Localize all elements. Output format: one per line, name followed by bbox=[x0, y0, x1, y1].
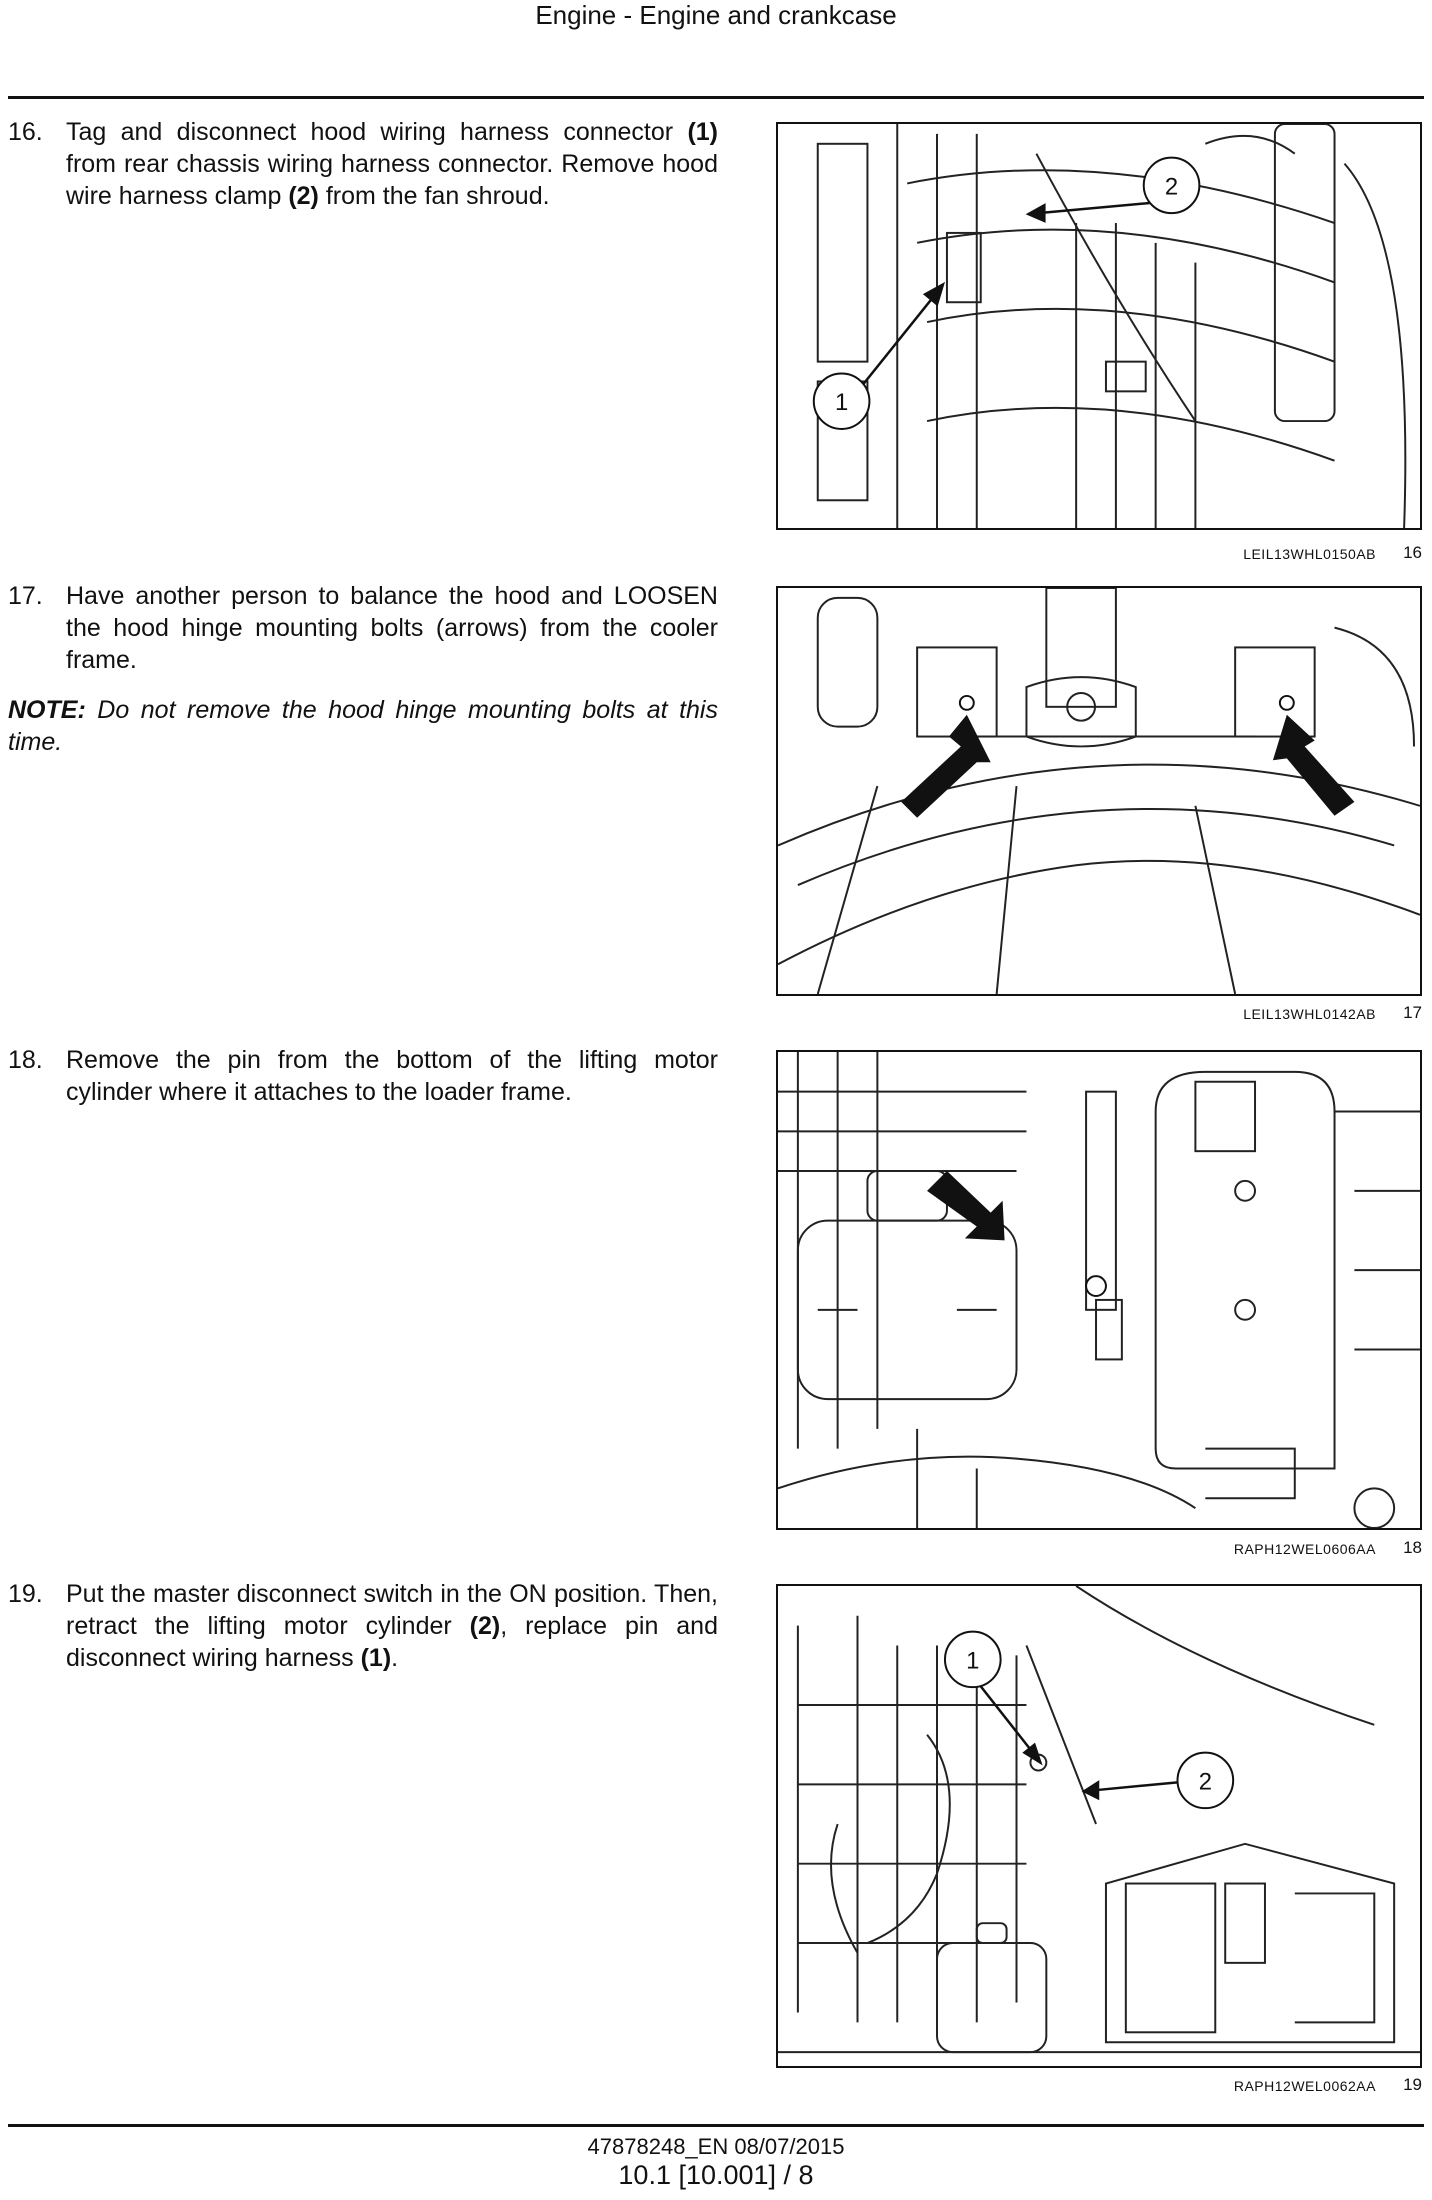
page-header-title: Engine - Engine and crankcase bbox=[535, 0, 897, 30]
figure-19-number: 19 bbox=[1403, 2075, 1422, 2094]
footer-page-number: 10.1 [10.001] / 8 bbox=[618, 2160, 814, 2190]
svg-text:1: 1 bbox=[966, 1647, 979, 1674]
figure-19-image: 1 2 bbox=[776, 1584, 1422, 2068]
step-text: Have another person to balance the hood … bbox=[66, 582, 718, 674]
figure-17-image bbox=[776, 586, 1422, 996]
step-text: Remove the pin from the bottom of the li… bbox=[66, 1046, 718, 1106]
svg-text:2: 2 bbox=[1165, 173, 1178, 200]
figure-16-id: LEIL13WHL0150AB bbox=[1243, 546, 1376, 562]
footer-rule bbox=[8, 2124, 1424, 2127]
figure-19-id: RAPH12WEL0062AA bbox=[1233, 2078, 1376, 2094]
header-rule bbox=[8, 96, 1424, 99]
figure-17-id: LEIL13WHL0142AB bbox=[1243, 1006, 1376, 1022]
figure-18-id: RAPH12WEL0606AA bbox=[1233, 1541, 1376, 1557]
step-17-note: NOTE: Do not remove the hood hinge mount… bbox=[8, 696, 718, 756]
callout-2: 2 bbox=[1176, 1751, 1235, 1810]
callout-2: 2 bbox=[1142, 156, 1201, 215]
callout-1: 1 bbox=[943, 1630, 1002, 1689]
footer-document-id: 47878248_EN 08/07/2015 bbox=[587, 2134, 845, 2159]
svg-text:1: 1 bbox=[835, 389, 848, 416]
step-text: Tag and disconnect hood wiring harness c… bbox=[66, 118, 718, 210]
figure-17-number: 17 bbox=[1403, 1003, 1422, 1022]
step-17: 17. Have another person to balance the h… bbox=[8, 580, 718, 676]
step-text: Put the master disconnect switch in the … bbox=[66, 1580, 718, 1672]
step-18: 18. Remove the pin from the bottom of th… bbox=[8, 1044, 718, 1108]
svg-text:2: 2 bbox=[1199, 1768, 1212, 1795]
step-19: 19. Put the master disconnect switch in … bbox=[8, 1578, 718, 1674]
figure-18-image bbox=[776, 1050, 1422, 1530]
step-16: 16. Tag and disconnect hood wiring harne… bbox=[8, 116, 718, 212]
figure-16-image: 1 2 bbox=[776, 122, 1422, 530]
step-number: 16. bbox=[8, 118, 43, 146]
step-number: 18. bbox=[8, 1046, 43, 1074]
step-number: 19. bbox=[8, 1580, 43, 1608]
callout-1: 1 bbox=[812, 372, 871, 430]
figure-16-number: 16 bbox=[1403, 543, 1422, 562]
step-number: 17. bbox=[8, 582, 43, 610]
figure-18-number: 18 bbox=[1403, 1538, 1422, 1557]
